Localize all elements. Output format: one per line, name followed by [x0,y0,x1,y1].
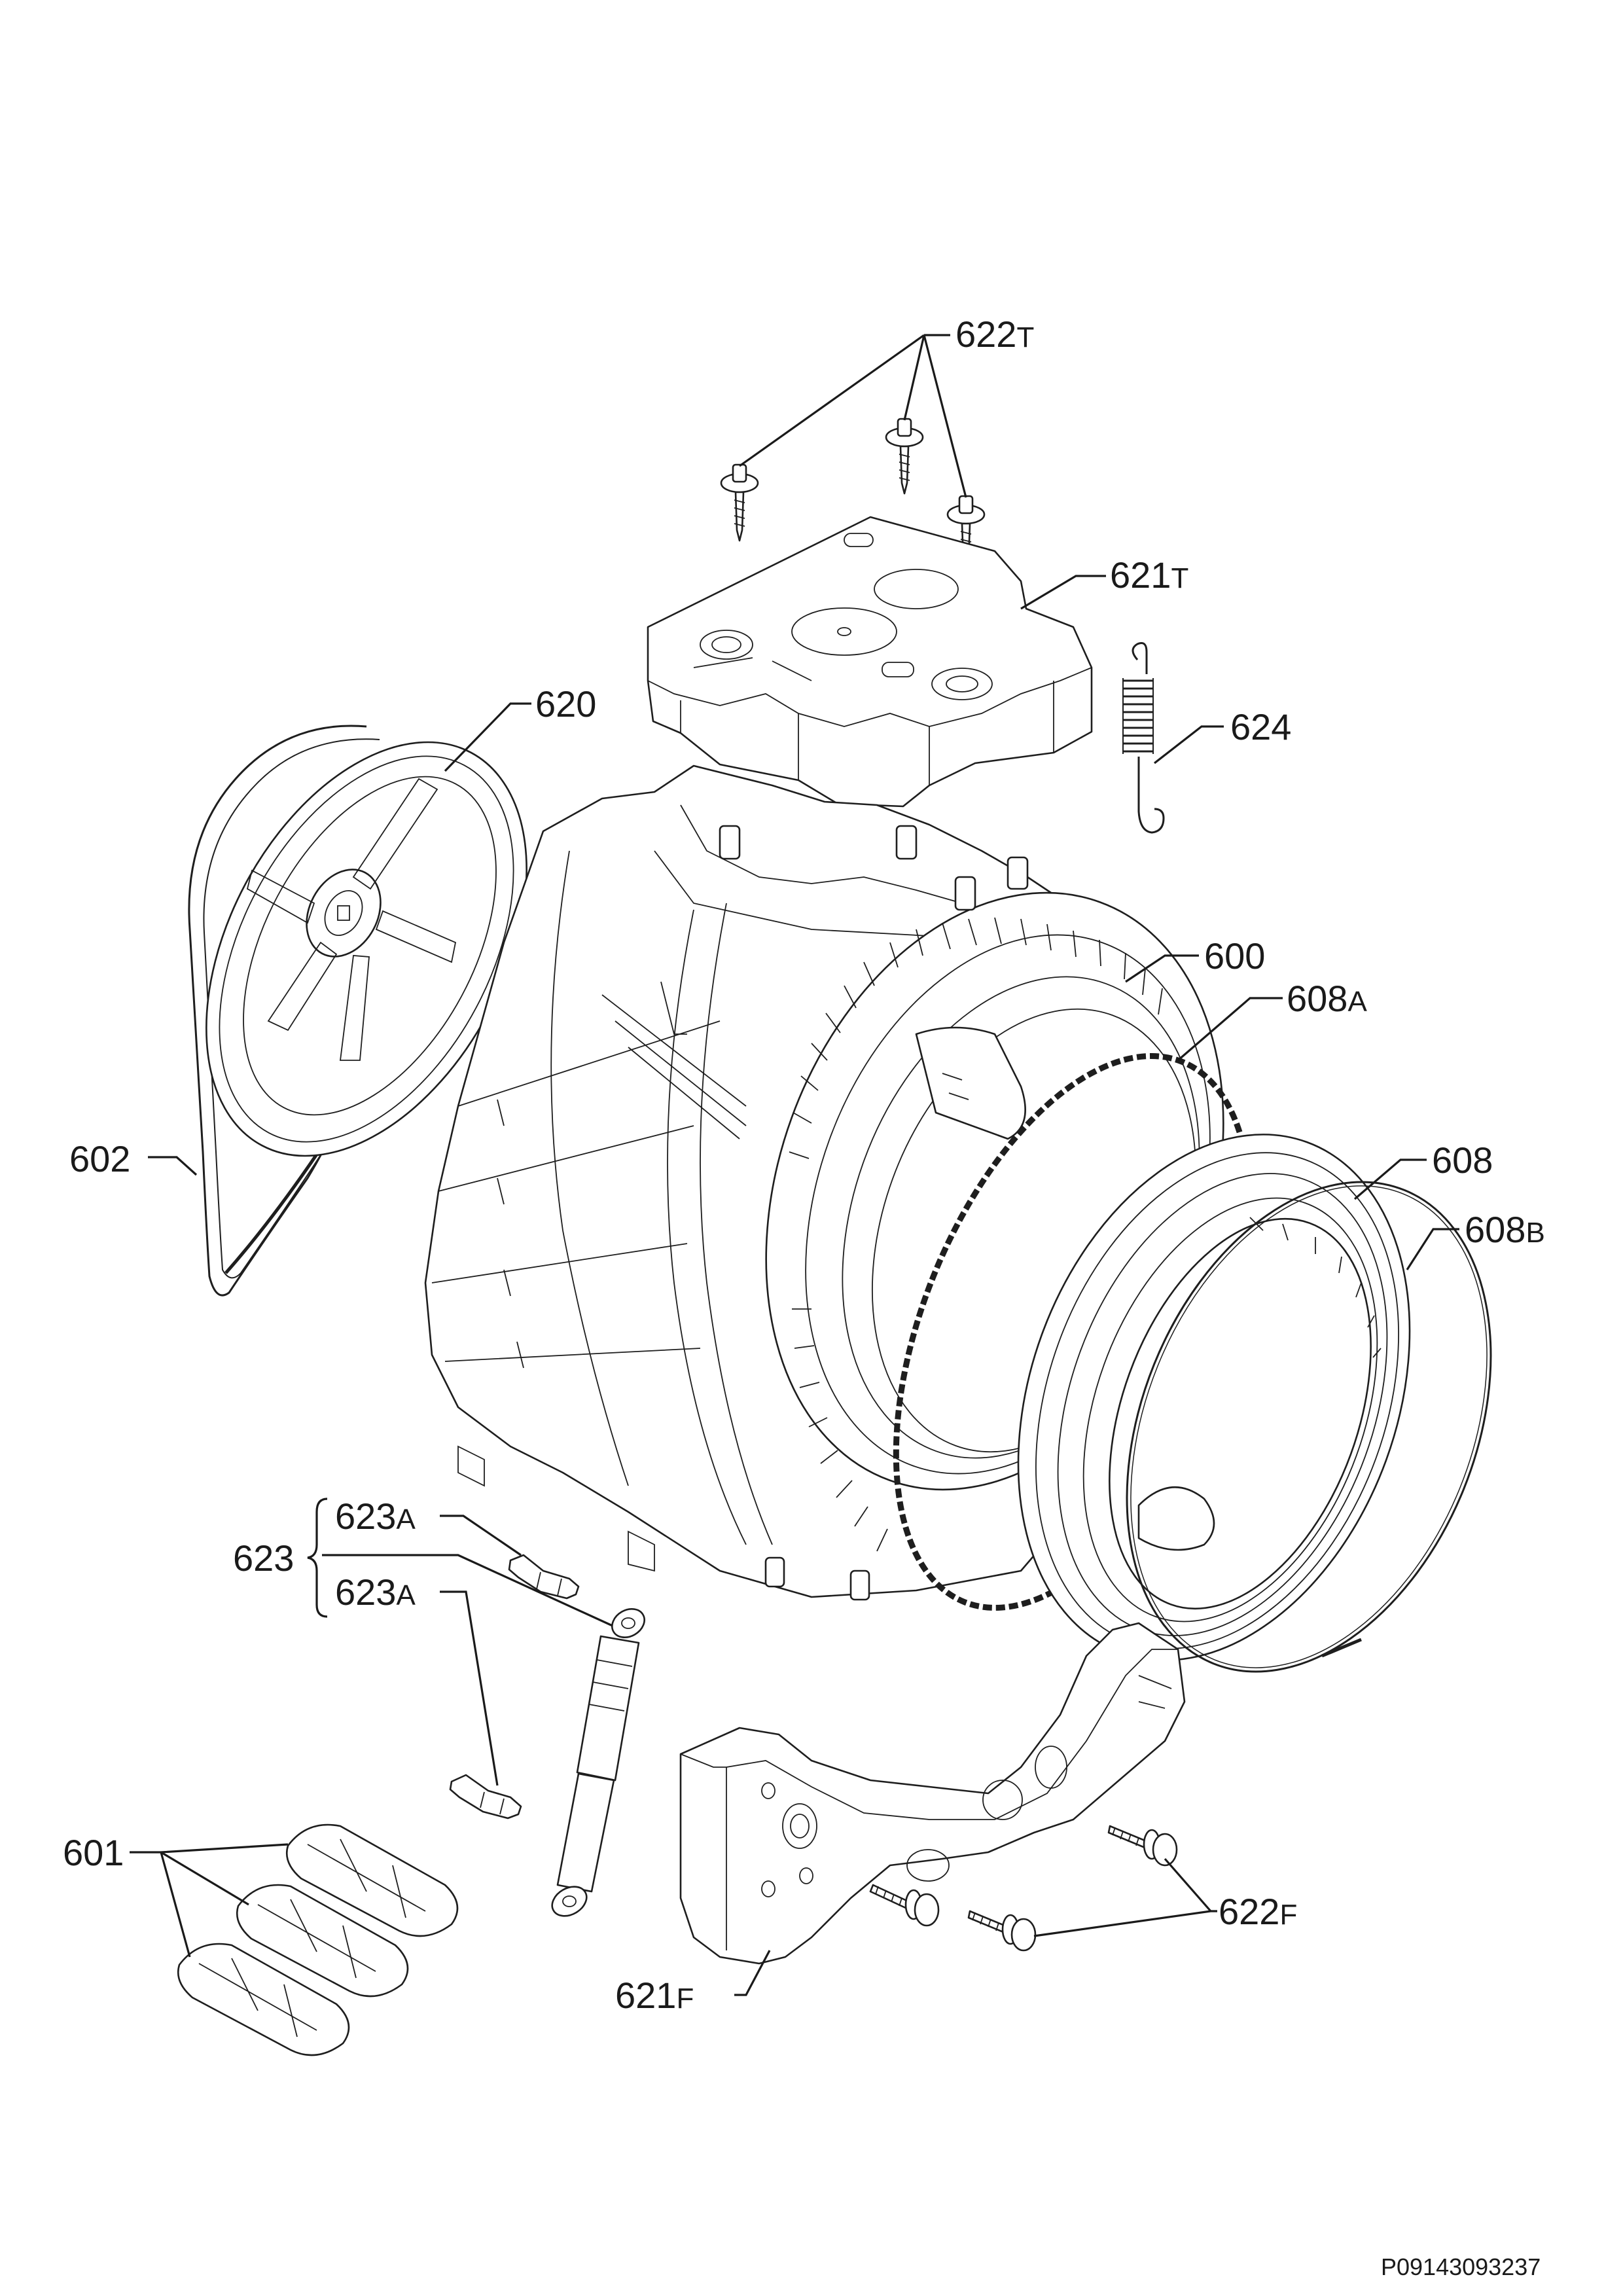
brace-623 [307,1498,328,1618]
leader-622f [1033,1857,1217,1937]
leader-620 [444,702,531,772]
leader-602 [148,1156,198,1176]
leader-623a-middle [322,1554,613,1627]
pulley-620 [205,741,527,1157]
label-608b: 608B [1465,1209,1545,1250]
spring-624 [1122,642,1165,834]
leader-622t [739,334,967,498]
screw-622f-middle [869,1884,940,1927]
leader-623a-lower [440,1590,499,1786]
top-counterweight-621t [647,516,1093,808]
drum-paddle-601-middle [236,1884,409,1998]
label-621f: 621F [615,1975,694,2016]
shock-pin-623a-upper [508,1554,580,1600]
tub-mounting-bosses [719,825,1029,1601]
screw-622t-left [720,463,759,542]
label-624: 624 [1230,706,1291,747]
label-622t: 622T [955,314,1034,355]
label-623a-upper: 623A [335,1496,416,1537]
label-621t: 621T [1110,554,1188,596]
label-623: 623 [233,1537,294,1579]
leader-624 [1154,725,1224,764]
screw-622f-upper [1107,1825,1178,1867]
label-623a-lower: 623A [335,1571,416,1613]
outer-clamp-ring-608b [1126,1181,1492,1673]
label-622f: 622F [1219,1891,1297,1932]
leader-600 [1125,954,1199,983]
front-counterweight-621f [679,1622,1186,1965]
leader-623a-upper [440,1515,522,1556]
shock-absorber-623 [551,1608,645,1917]
leader-621t [1020,575,1106,610]
leader-608a [1177,997,1283,1062]
shock-pin-623a-lower [449,1774,522,1820]
label-620: 620 [535,683,596,725]
screw-622f-lower [967,1910,1037,1952]
label-608a: 608A [1287,978,1367,1019]
document-code: P09143093237 [1381,2253,1541,2280]
drum-paddle-601-top [285,1823,459,1937]
label-608: 608 [1432,1139,1493,1181]
leader-608b [1406,1228,1459,1270]
drum-paddle-601-bottom [177,1943,350,2056]
screw-622t-middle [885,418,924,495]
leader-601 [130,1843,289,1958]
leader-621f [734,1950,771,1996]
label-601: 601 [63,1832,124,1873]
label-602: 602 [69,1138,130,1179]
label-600: 600 [1204,935,1265,977]
door-gasket-608 [1017,1134,1411,1661]
